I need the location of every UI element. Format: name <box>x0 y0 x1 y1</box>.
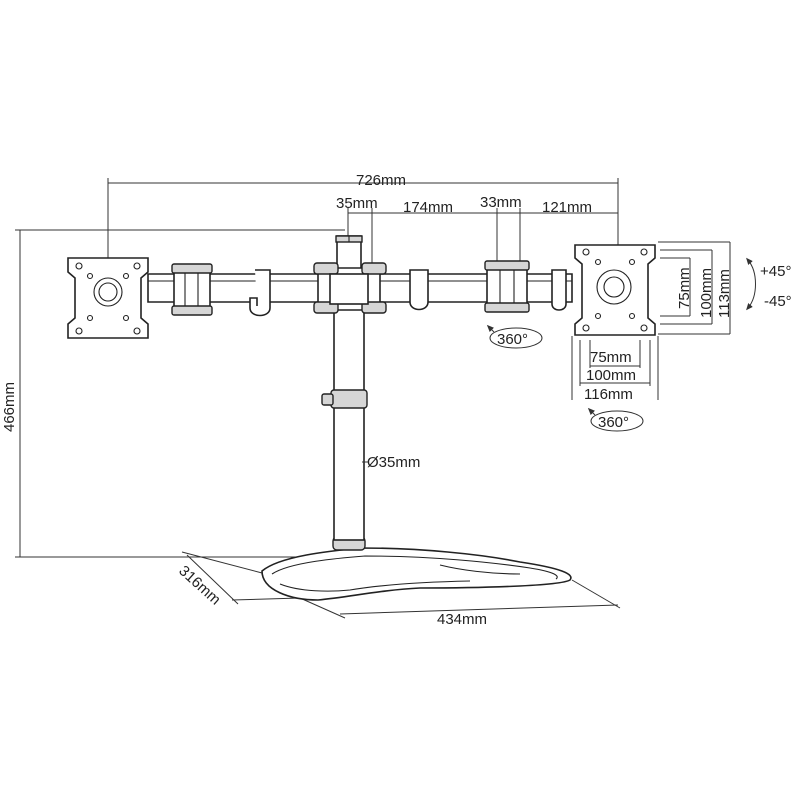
label-total-height: 466mm <box>1 382 18 432</box>
label-swivel-plate: 360° <box>598 414 629 431</box>
dimension-overall-width: 726mm <box>107 172 619 262</box>
dimension-arm-segments: 35mm 174mm 33mm 121mm <box>336 194 618 265</box>
cable-clips <box>249 269 567 317</box>
label-tilt-down: -45° <box>764 293 792 310</box>
center-clamp <box>313 262 387 314</box>
label-swivel-arm: 360° <box>497 331 528 348</box>
dimension-total-height: 466mm <box>1 229 345 558</box>
label-tilt-up: +45° <box>760 263 791 280</box>
swivel-arm-indicator: 360° <box>486 324 543 349</box>
label-vesa-v113: 113mm <box>716 269 733 318</box>
label-pole-offset: 35mm <box>336 195 378 212</box>
vesa-vertical-dimensions: 75mm 100mm 113mm <box>658 241 733 335</box>
swivel-plate-indicator: 360° <box>587 407 644 432</box>
label-end-segment: 121mm <box>542 199 592 216</box>
label-vesa-h100: 100mm <box>586 367 636 384</box>
label-base-depth: 316mm <box>175 562 224 608</box>
label-pole-diameter: Ø35mm <box>367 454 420 471</box>
label-base-width: 434mm <box>437 611 487 628</box>
tilt-indicator: +45° -45° <box>746 257 792 311</box>
stand-base <box>261 536 572 601</box>
label-vesa-h116: 116mm <box>584 386 633 403</box>
vesa-horizontal-dimensions: 75mm 100mm 116mm <box>571 336 659 403</box>
label-arm-segment: 174mm <box>403 199 453 216</box>
left-joint <box>171 263 213 316</box>
label-vesa-h75: 75mm <box>590 349 632 366</box>
right-joint <box>484 260 530 313</box>
label-joint-spacing: 33mm <box>480 194 522 211</box>
dimension-base-width: 434mm <box>299 579 621 628</box>
left-vesa-plate <box>67 257 149 339</box>
label-overall-width: 726mm <box>356 172 406 189</box>
label-vesa-v75: 75mm <box>676 267 693 309</box>
right-vesa-plate <box>574 244 656 336</box>
label-vesa-v100: 100mm <box>698 268 715 318</box>
